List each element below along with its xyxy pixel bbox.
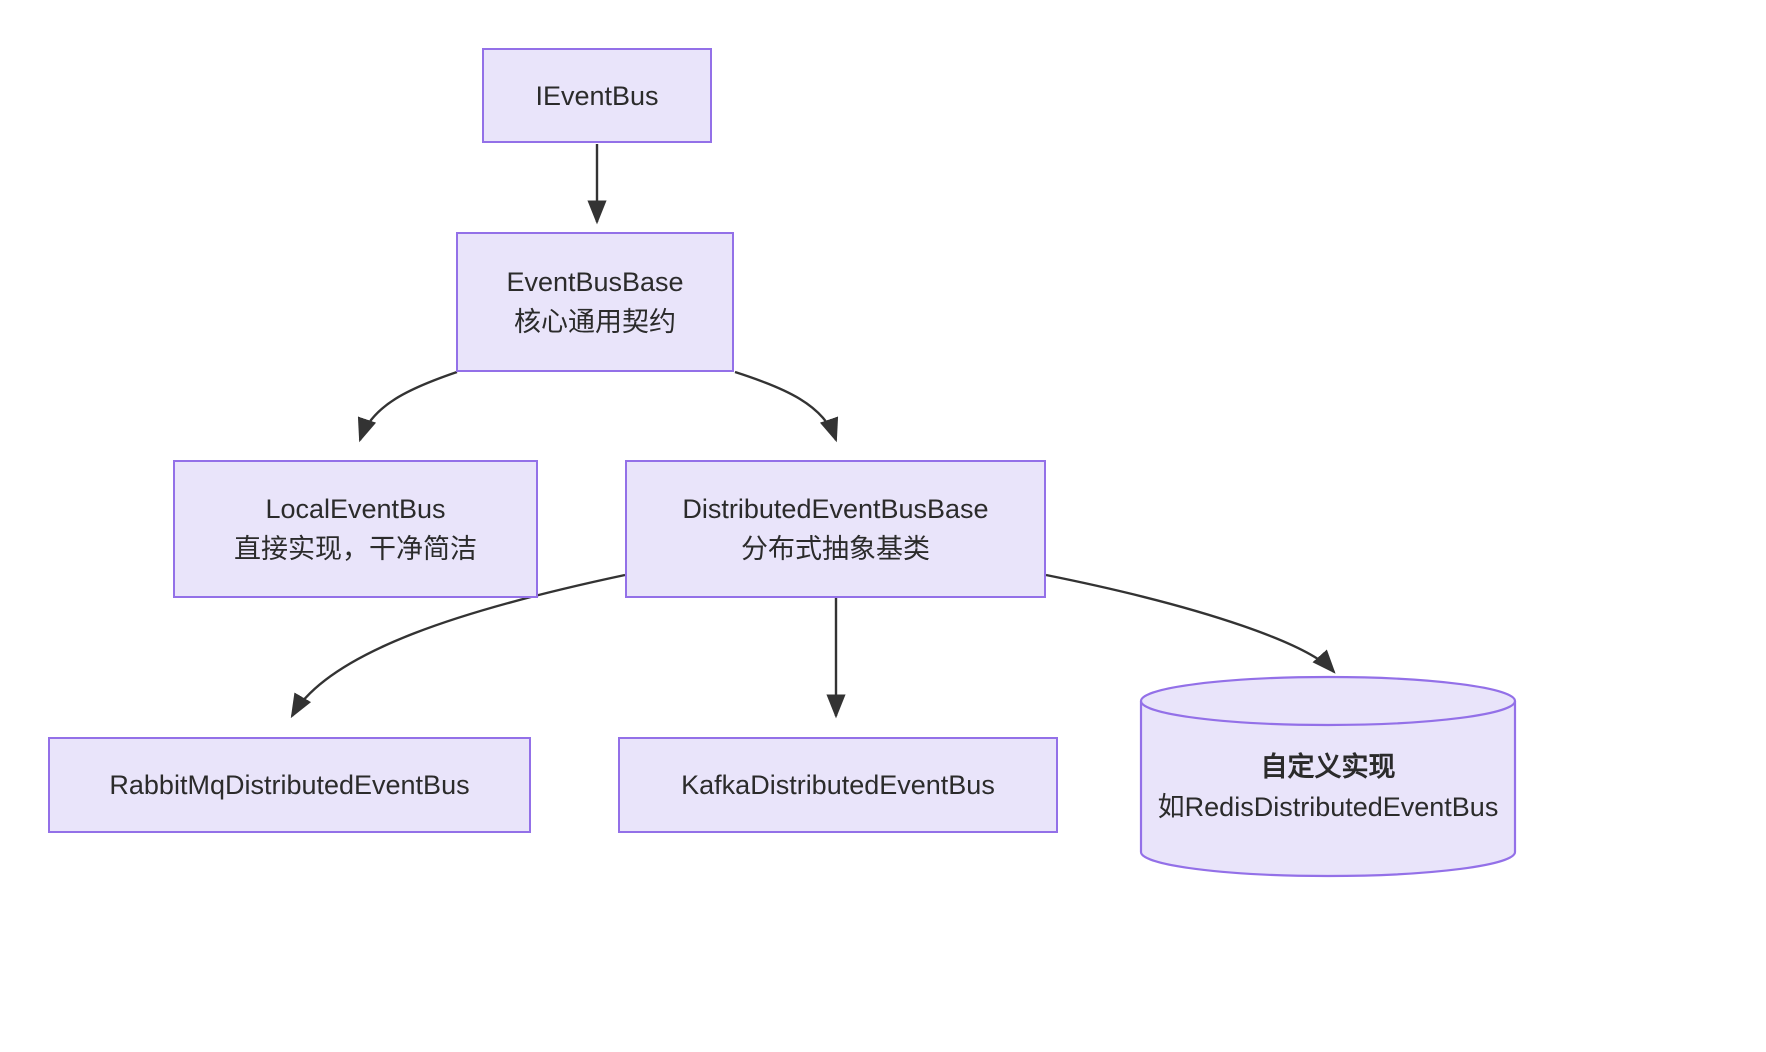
node-local-event-bus[interactable]: LocalEventBus 直接实现，干净简洁 xyxy=(173,460,538,598)
node-title: 自定义实现 xyxy=(1260,752,1396,782)
node-title: LocalEventBus xyxy=(265,494,446,524)
node-custom-implementation[interactable]: 自定义实现 如RedisDistributedEventBus xyxy=(1139,675,1517,878)
node-title: RabbitMqDistributedEventBus xyxy=(109,770,470,800)
node-title: IEventBus xyxy=(535,80,659,111)
node-rabbitmq-distributed-event-bus[interactable]: RabbitMqDistributedEventBus xyxy=(48,737,531,833)
cylinder-shape xyxy=(1139,675,1517,878)
node-ievent-bus[interactable]: IEventBus xyxy=(482,48,712,143)
node-event-bus-base[interactable]: EventBusBase 核心通用契约 xyxy=(456,232,734,372)
edge-event-bus-base-to-local-event-bus xyxy=(357,370,458,443)
node-title: DistributedEventBusBase xyxy=(682,494,989,524)
node-kafka-distributed-event-bus[interactable]: KafkaDistributedEventBus xyxy=(618,737,1058,833)
edge-distributed-to-rabbitmq xyxy=(290,573,626,719)
edge-distributed-to-custom xyxy=(1045,573,1336,674)
node-subtitle: 如RedisDistributedEventBus xyxy=(1157,792,1499,822)
node-title: EventBusBase xyxy=(506,267,684,297)
cylinder-text-wrap: 自定义实现 如RedisDistributedEventBus xyxy=(1139,747,1517,827)
node-distributed-event-bus-base[interactable]: DistributedEventBusBase 分布式抽象基类 xyxy=(625,460,1046,598)
node-title: KafkaDistributedEventBus xyxy=(681,770,995,800)
node-subtitle: 直接实现，干净简洁 xyxy=(234,534,477,564)
node-subtitle: 分布式抽象基类 xyxy=(741,534,930,564)
node-subtitle: 核心通用契约 xyxy=(514,307,676,337)
edge-event-bus-base-to-distributed-event-bus-base xyxy=(734,370,839,443)
